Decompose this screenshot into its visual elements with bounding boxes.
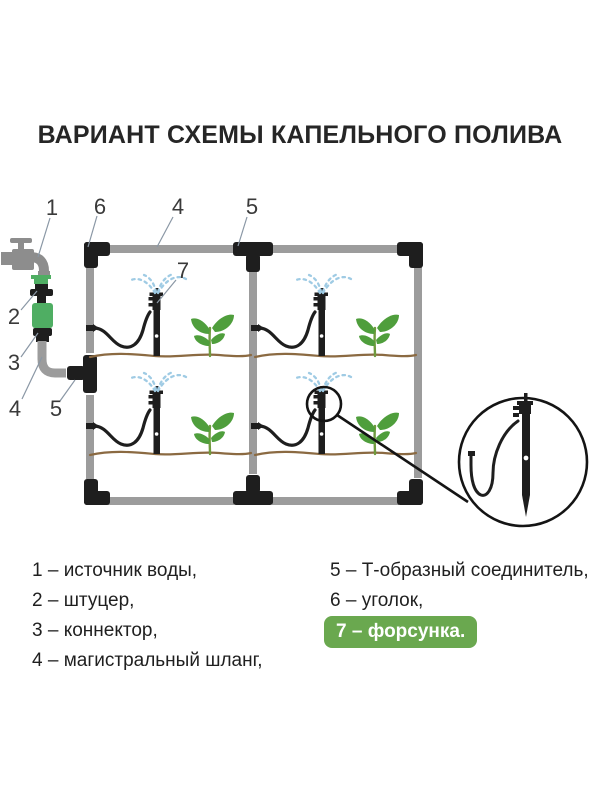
nozzle-callout [305, 385, 589, 528]
label-6: 6 [94, 194, 106, 219]
tap-body [12, 249, 34, 270]
irrigation-cell-4 [249, 370, 418, 457]
page-title: ВАРИАНТ СХЕМЫ КАПЕЛЬНОГО ПОЛИВА [37, 121, 563, 149]
tee-top [233, 242, 273, 272]
label-3: 3 [8, 350, 20, 375]
hose-right [414, 266, 422, 478]
hose-bottom-left [106, 497, 234, 505]
hose-bottom-right [272, 497, 399, 505]
elbow-top-left [84, 242, 110, 268]
hose-left-lower [86, 395, 94, 479]
legend-item-1: 1 – источник воды, [32, 560, 198, 581]
legend-item-5: 5 – Т-образный соединитель, [330, 560, 589, 581]
label-5-left: 5 [50, 396, 62, 421]
irrigation-cell-2 [249, 272, 418, 359]
nozzle-enlarged [468, 393, 533, 517]
tap-handle [10, 238, 32, 243]
elbow-bottom-left [84, 479, 110, 505]
label-2: 2 [8, 304, 20, 329]
legend-item-2: 2 – штуцер, [32, 590, 135, 611]
number-labels: 1 6 4 5 7 2 3 4 5 [8, 194, 258, 421]
tee-bottom [233, 475, 273, 505]
callout-line [336, 413, 469, 504]
tap-outlet [1, 252, 12, 265]
water-source-assembly [1, 238, 66, 378]
connectors [67, 242, 423, 505]
tap-spout [29, 252, 49, 272]
label-4-top: 4 [172, 194, 184, 219]
legend-left-column: 1 – источник воды, 2 – штуцер, 3 – конне… [32, 556, 263, 676]
quick-connector [32, 303, 53, 342]
hose-top-left [106, 245, 234, 253]
hose-adapter [30, 275, 53, 303]
label-7: 7 [177, 258, 189, 283]
label-1: 1 [46, 195, 58, 220]
irrigation-cell-1 [84, 272, 253, 359]
main-hose-grid [86, 245, 422, 505]
elbow-top-right [397, 242, 423, 268]
callout-circle [457, 396, 589, 528]
elbow-bottom-right [397, 479, 423, 505]
legend-item-3: 3 – коннектор, [32, 620, 158, 641]
supply-hose [37, 341, 66, 378]
hose-top-right [272, 245, 399, 253]
label-5-top: 5 [246, 194, 258, 219]
irrigation-diagram: 1 6 4 5 7 2 3 4 5 [1, 194, 589, 528]
highlight-circle [305, 385, 343, 423]
irrigation-cell-3 [84, 370, 253, 457]
legend-item-7-highlighted: 7 – форсунка. [324, 616, 478, 648]
tee-left [67, 355, 97, 393]
hose-middle [249, 270, 257, 474]
hose-left-upper [86, 257, 94, 353]
legend-item-4: 4 – магистральный шланг, [32, 650, 263, 671]
label-4-left: 4 [9, 396, 21, 421]
legend-item-6: 6 – уголок, [330, 590, 424, 611]
legend-right-column: 5 – Т-образный соединитель, 6 – уголок, [330, 556, 589, 616]
